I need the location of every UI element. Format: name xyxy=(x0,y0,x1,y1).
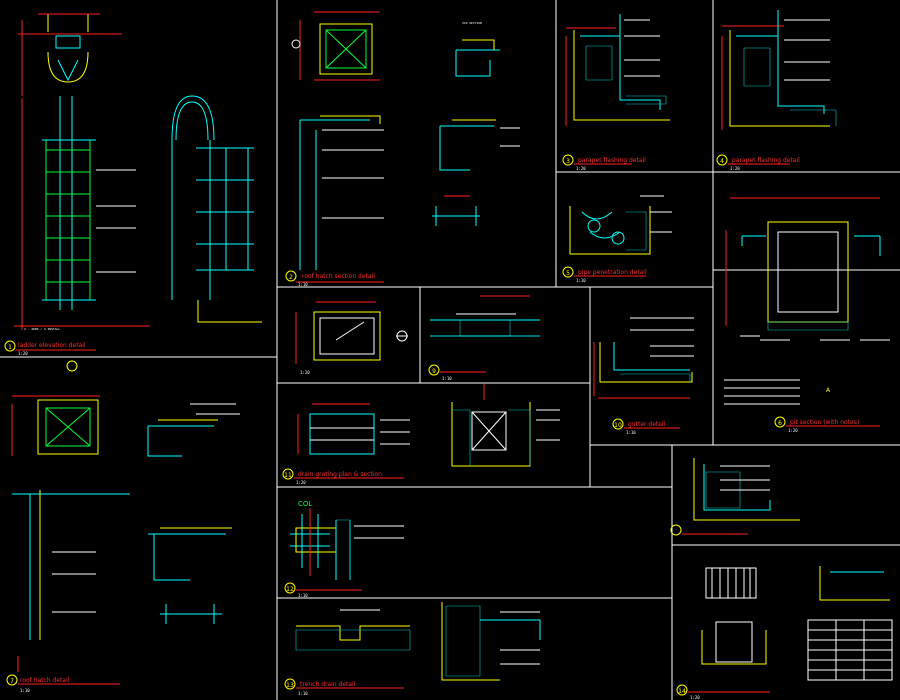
panel-5-detail: pipe penetration detail xyxy=(562,195,672,278)
panel-number: 1 xyxy=(8,344,12,351)
panel-scale: 1:20 xyxy=(576,166,586,171)
panel-number: 12 xyxy=(286,586,294,593)
svg-text:roof hatch detail: roof hatch detail xyxy=(20,677,70,684)
panel-scale: 1:20 xyxy=(18,351,28,356)
panel-6-pit: pit section (with notes) xyxy=(724,197,890,428)
panel-scale: 1:10 xyxy=(298,282,308,287)
panel-14-drain xyxy=(670,458,893,696)
col-label: COL xyxy=(298,500,312,508)
svg-text:pit section (with notes): pit section (with notes) xyxy=(790,419,859,426)
svg-text:pipe penetration detail: pipe penetration detail xyxy=(578,269,647,276)
panel-8-plan xyxy=(295,301,408,364)
svg-text:drain grating plan & section: drain grating plan & section xyxy=(298,471,382,478)
panel-scale: 1:10 xyxy=(298,593,308,598)
panel-11-grating: drain grating plan & section xyxy=(282,384,560,480)
panel-number: 7 xyxy=(10,678,14,685)
panel-scale: 1:20 xyxy=(730,166,740,171)
panel-number: 4 xyxy=(720,158,724,165)
svg-text:roof hatch section detail: roof hatch section detail xyxy=(302,273,375,280)
panel-9-section xyxy=(428,295,540,376)
panel-scale: 1:10 xyxy=(626,430,636,435)
svg-text:gutter detail: gutter detail xyxy=(628,421,666,428)
panel-number: 3 xyxy=(566,158,570,165)
panel-4-detail: parapet flashing detail xyxy=(716,10,837,166)
panel-number: 5 xyxy=(566,270,570,277)
panel-scale: 1:10 xyxy=(442,376,452,381)
svg-text:2C0 SECTION: 2C0 SECTION xyxy=(462,21,482,25)
panel-labels: 1 1:20 2 1:10 3 1:20 4 1:20 5 1:10 6 1:2… xyxy=(8,158,831,700)
svg-text:trench drain detail: trench drain detail xyxy=(300,681,356,688)
panel-number: 9 xyxy=(432,368,436,375)
panel-scale: 1:20 xyxy=(296,480,306,485)
panel-number: 10 xyxy=(614,422,622,429)
svg-text:ladder elevation detail: ladder elevation detail xyxy=(18,342,86,349)
detail-marker-label: A xyxy=(826,387,831,394)
panel-12-column xyxy=(284,508,404,594)
panel-3-detail: parapet flashing detail xyxy=(562,14,670,166)
svg-text:2 - 4000 / 4 INSTALL: 2 - 4000 / 4 INSTALL xyxy=(24,327,60,331)
panel-number: 2 xyxy=(289,274,293,281)
panel-number: 6 xyxy=(778,420,782,427)
panel-scale: 1:10 xyxy=(298,691,308,696)
panel-1-ladder: 2 - 4000 / 4 INSTALL ladder elevation de… xyxy=(4,13,262,352)
panel-number: 14 xyxy=(678,688,686,695)
panel-scale: 1:20 xyxy=(300,370,310,375)
panel-number: 13 xyxy=(286,682,294,689)
panel-scale: 1:10 xyxy=(576,278,586,283)
panel-scale: 1:20 xyxy=(690,695,700,700)
panel-7-hatch: roof hatch detail xyxy=(6,360,240,686)
panel-2-detail: 2C0 SECTION roof hatch section detail xyxy=(285,11,520,283)
panel-13-trench: trench drain detail xyxy=(284,602,541,690)
svg-text:parapet flashing detail: parapet flashing detail xyxy=(732,157,800,164)
panel-number: 11 xyxy=(284,472,292,479)
svg-text:parapet flashing detail: parapet flashing detail xyxy=(578,157,646,164)
panel-10-detail: gutter detail xyxy=(593,317,694,430)
panel-scale: 1:10 xyxy=(20,688,30,693)
panel-scale: 1:20 xyxy=(788,428,798,433)
